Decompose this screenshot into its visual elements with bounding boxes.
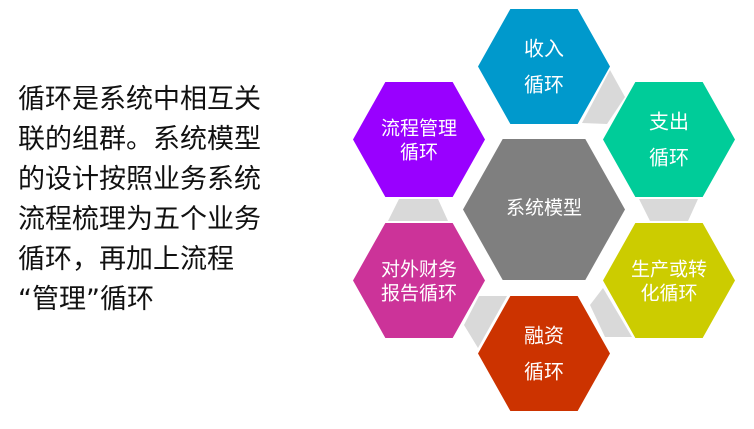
- hexagon-shape: [478, 296, 610, 411]
- hexagon-label: 对外财务: [381, 259, 457, 281]
- description-line: 循环，再加上流程: [18, 244, 234, 275]
- hexagon-shape: [353, 82, 485, 197]
- hexagon-label: 循环: [400, 142, 438, 164]
- hexagon-label: 循环: [649, 146, 689, 170]
- connector: [590, 288, 632, 337]
- hexagon-center: 系统模型: [463, 139, 625, 280]
- hexagon-label: 支出: [649, 110, 689, 134]
- hexagon-label: 循环: [524, 360, 564, 384]
- description-line: 流程梳理为五个业务: [18, 204, 261, 235]
- description-line: 联的组群。系统模型: [18, 124, 261, 155]
- description-text: 循环是系统中相互关 联的组群。系统模型 的设计按照业务系统 流程梳理为五个业务 …: [18, 80, 318, 320]
- hexagon-shape: [463, 139, 625, 280]
- connector: [464, 296, 507, 348]
- hexagon-label: 流程管理: [381, 118, 457, 140]
- hexagon-shape: [353, 223, 485, 338]
- hexagon-label: 化循环: [640, 283, 697, 305]
- hexagon-shape: [603, 82, 735, 197]
- description-line: 循环是系统中相互关: [18, 84, 261, 115]
- center-label: 系统模型: [506, 197, 582, 219]
- description-line: 的设计按照业务系统: [18, 164, 261, 195]
- hexagon-label: 生产或转: [631, 259, 707, 281]
- hexagon-shape: [478, 9, 610, 124]
- hexagon-label: 报告循环: [381, 283, 457, 305]
- description-line: “管理”循环: [18, 284, 154, 315]
- hexagon-label: 收入: [524, 37, 564, 61]
- connector: [639, 199, 698, 221]
- connector: [388, 199, 448, 221]
- hexagon-shape: [603, 223, 735, 338]
- connector: [582, 70, 625, 124]
- hexagon-label: 融资: [524, 324, 564, 348]
- hexagon-label: 循环: [524, 73, 564, 97]
